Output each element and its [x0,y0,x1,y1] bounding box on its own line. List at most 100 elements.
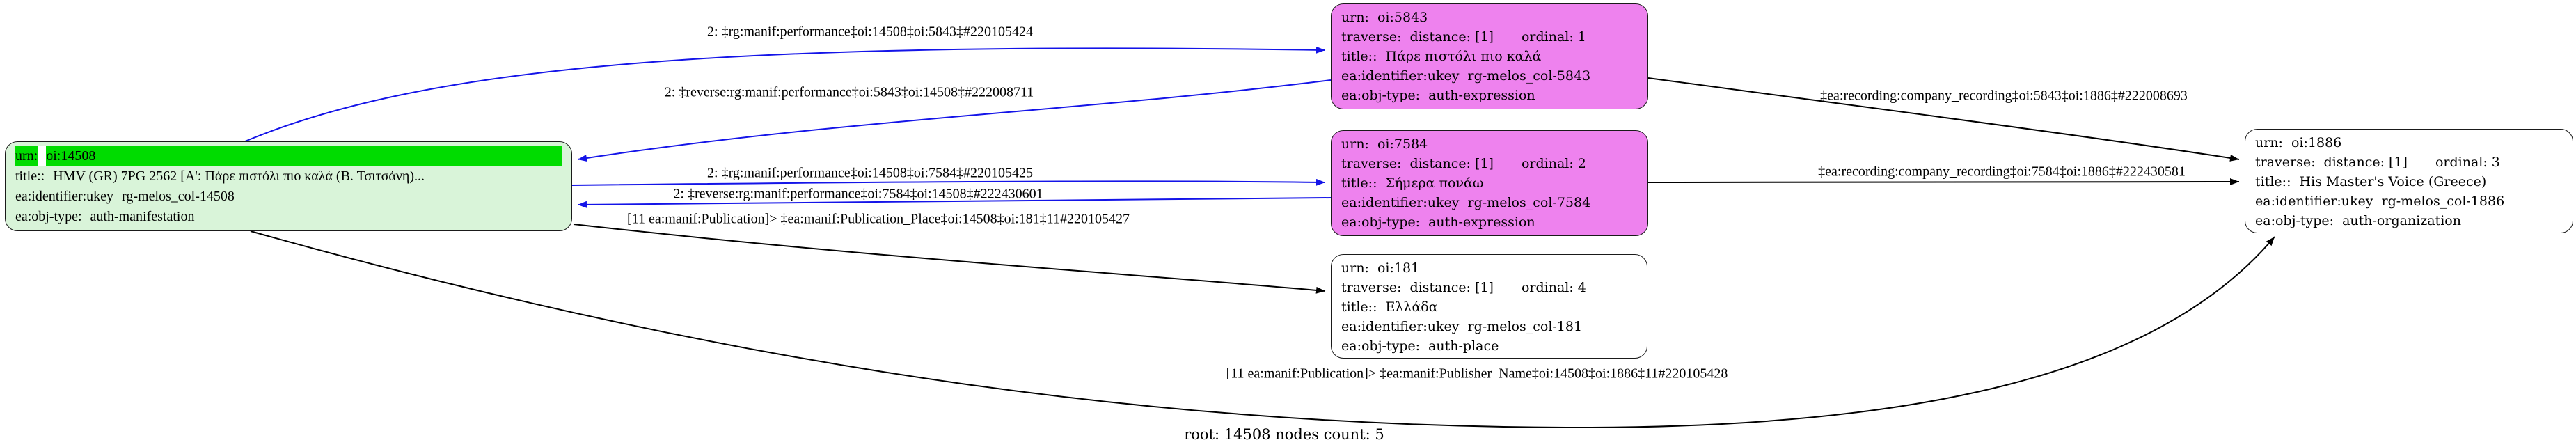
traverse-ordinal: ordinal: 1 [1521,29,1586,45]
row-key: ea:obj-type: [1341,88,1421,103]
node-oi-14508[interactable]: urn: oi:14508 title:: HMV (GR) 7PG 2562 … [5,141,572,231]
edge-label-company-recording-5843: ‡ea:recording:company_recording‡oi:5843‡… [1820,88,2188,104]
row-key: ea:identifier:ukey [2255,194,2373,209]
traverse-distance: distance: [1] [2323,155,2408,170]
row-value: rg-melos_col-14508 [122,189,235,204]
node-row-urn: urn: oi:181 [1341,258,1637,278]
row-key: ea:obj-type: [1341,214,1421,230]
node-row-urn: urn: oi:14508 [15,146,562,166]
node-row-title: title:: HMV (GR) 7PG 2562 [Α': Πάρε πιστ… [15,166,562,187]
node-row-objtype: ea:obj-type: auth-expression [1341,86,1638,105]
traverse-distance: distance: [1] [1409,280,1494,295]
row-value: oi:7584 [1377,136,1428,152]
row-value: rg-melos_col-5843 [1467,68,1591,84]
node-oi-1886[interactable]: urn: oi:1886 traverse: distance: [1] ordi… [2245,129,2573,233]
edge-label-publisher-name: [11 ea:manif:Publication]> ‡ea:manif:Pub… [1226,366,1728,382]
edge-publication-place-14508-181 [573,224,1326,294]
row-key: title:: [1341,299,1377,315]
row-key: urn: [1341,10,1369,25]
row-value: distance: [1] ordinal: 1 [1410,27,1638,47]
edge-label-company-recording-7584: ‡ea:recording:company_recording‡oi:7584‡… [1818,164,2186,180]
node-row-ukey: ea:identifier:ukey rg-melos_col-181 [1341,317,1637,336]
row-key: title:: [1341,49,1377,64]
row-key: traverse: [1341,29,1402,45]
edge-label-reverse-performance-5843: 2: ‡reverse:rg:manif:performance‡oi:5843… [664,84,1034,100]
node-row-title: title:: Σήμερα πονάω [1341,173,1638,193]
traverse-ordinal: ordinal: 2 [1521,156,1586,171]
node-row-urn: urn: oi:7584 [1341,134,1638,154]
row-key: traverse: [2255,155,2316,170]
edge-company-recording-5843-1886 [1647,77,2240,162]
row-key: title:: [2255,174,2291,189]
row-key: ea:identifier:ukey [15,189,114,204]
edge-publisher-name-14508-1886 [250,230,2275,429]
row-key: urn: [2255,135,2283,150]
node-oi-5843[interactable]: urn: oi:5843 traverse: distance: [1] ordi… [1331,3,1648,109]
node-row-objtype: ea:obj-type: auth-organization [2255,211,2563,230]
edge-reverse-performance-7584-14508 [577,197,1332,208]
row-key: ea:obj-type: [15,209,82,224]
row-value: rg-melos_col-181 [1467,319,1583,334]
node-row-ukey: ea:identifier:ukey rg-melos_col-5843 [1341,66,1638,86]
row-value: auth-expression [1428,214,1535,230]
row-value: distance: [1] ordinal: 3 [2324,152,2563,172]
traverse-ordinal: ordinal: 4 [1521,280,1586,295]
node-row-objtype: ea:obj-type: auth-place [1341,336,1637,356]
row-value: auth-manifestation [90,209,195,224]
row-value: rg-melos_col-7584 [1467,195,1591,210]
row-value: auth-expression [1428,88,1535,103]
node-row-traverse: traverse: distance: [1] ordinal: 3 [2255,152,2563,172]
row-key: title:: [15,168,45,184]
edge-reverse-performance-5843-14508 [577,79,1332,162]
edge-label-performance-5843: 2: ‡rg:manif:performance‡oi:14508‡oi:584… [707,24,1033,40]
node-row-urn: urn: oi:5843 [1341,8,1638,27]
row-key: urn: [1341,136,1369,152]
edge-label-reverse-performance-7584: 2: ‡reverse:rg:manif:performance‡oi:7584… [673,186,1043,202]
row-key: ea:identifier:ukey [1341,68,1460,84]
row-value: His Master's Voice (Greece) [2299,174,2487,189]
row-value: Πάρε πιστόλι πιο καλά [1385,49,1542,64]
row-value: oi:14508 [46,146,562,166]
row-key: urn: [1341,260,1369,276]
graph-root-label: root: 14508 nodes count: 5 [1184,426,1384,443]
node-row-objtype: ea:obj-type: auth-expression [1341,212,1638,232]
row-value: Σήμερα πονάω [1385,175,1484,191]
row-value: oi:1886 [2291,135,2342,150]
node-row-ukey: ea:identifier:ukey rg-melos_col-1886 [2255,191,2563,211]
node-row-objtype: ea:obj-type: auth-manifestation [15,207,562,227]
edge-label-publication-place: [11 ea:manif:Publication]> ‡ea:manif:Pub… [627,211,1130,227]
node-row-traverse: traverse: distance: [1] ordinal: 1 [1341,27,1638,47]
row-value: rg-melos_col-1886 [2381,194,2505,209]
row-key: ea:identifier:ukey [1341,195,1460,210]
edge-performance-14508-5843 [244,46,1326,142]
row-value: HMV (GR) 7PG 2562 [Α': Πάρε πιστόλι πιο … [53,168,425,184]
row-value: distance: [1] ordinal: 2 [1410,154,1638,173]
traverse-distance: distance: [1] [1409,29,1494,45]
node-row-ukey: ea:identifier:ukey rg-melos_col-14508 [15,187,562,207]
row-value: distance: [1] ordinal: 4 [1410,278,1637,297]
node-row-ukey: ea:identifier:ukey rg-melos_col-7584 [1341,193,1638,212]
row-value: oi:5843 [1377,10,1428,25]
node-oi-181[interactable]: urn: oi:181 traverse: distance: [1] ordin… [1331,254,1647,359]
node-row-traverse: traverse: distance: [1] ordinal: 4 [1341,278,1637,297]
node-row-title: title:: Πάρε πιστόλι πιο καλά [1341,47,1638,66]
row-key: ea:identifier:ukey [1341,319,1460,334]
row-key: urn: [15,146,38,166]
node-row-urn: urn: oi:1886 [2255,133,2563,152]
row-key: title:: [1341,175,1377,191]
node-row-title: title:: His Master's Voice (Greece) [2255,172,2563,191]
node-row-title: title:: Ελλάδα [1341,297,1637,317]
row-value: auth-place [1428,338,1499,354]
node-oi-7584[interactable]: urn: oi:7584 traverse: distance: [1] ordi… [1331,130,1648,236]
row-value: oi:181 [1377,260,1420,276]
row-key: traverse: [1341,156,1402,171]
row-value: Ελλάδα [1385,299,1438,315]
row-key: ea:obj-type: [2255,213,2334,228]
traverse-ordinal: ordinal: 3 [2435,155,2500,170]
row-key: ea:obj-type: [1341,338,1421,354]
row-key: traverse: [1341,280,1402,295]
traverse-distance: distance: [1] [1409,156,1494,171]
edge-label-performance-7584: 2: ‡rg:manif:performance‡oi:14508‡oi:758… [707,165,1033,181]
